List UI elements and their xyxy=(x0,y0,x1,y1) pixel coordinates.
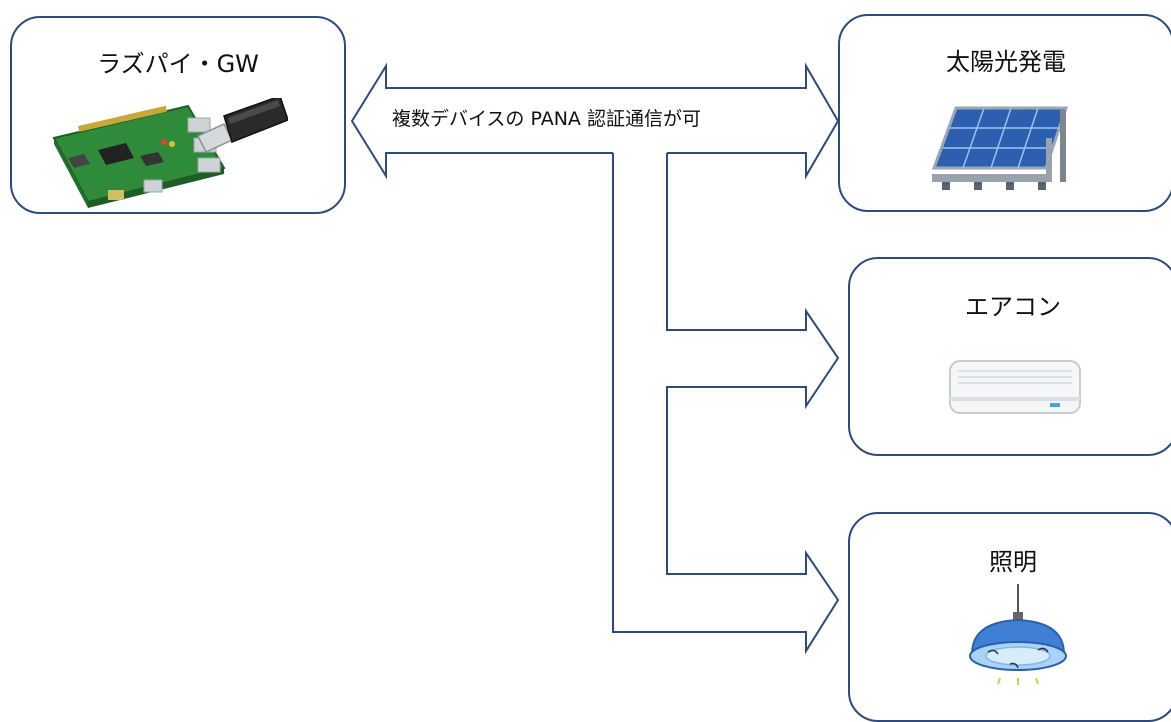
solar-panel-icon xyxy=(931,106,1069,190)
connector-label: 複数デバイスの PANA 認証通信が可 xyxy=(392,108,701,130)
branch-arrow-lighting-outer xyxy=(612,153,840,655)
aircon-node: エアコン xyxy=(848,257,1171,456)
raspberry-pi-usb-dongle-icon xyxy=(52,98,288,208)
solar-node: 太陽光発電 xyxy=(838,14,1171,212)
solar-label: 太陽光発電 xyxy=(946,48,1066,76)
connector-arrows xyxy=(350,62,840,655)
gateway-label: ラズパイ・GW xyxy=(97,50,259,78)
lighting-node: 照明 xyxy=(848,512,1171,722)
double-arrow-gateway-solar xyxy=(350,62,840,180)
ceiling-lamp-icon xyxy=(969,584,1067,685)
air-conditioner-icon xyxy=(949,360,1081,414)
gateway-node: ラズパイ・GW xyxy=(10,16,346,214)
aircon-label: エアコン xyxy=(965,293,1061,321)
lighting-label: 照明 xyxy=(989,548,1037,576)
